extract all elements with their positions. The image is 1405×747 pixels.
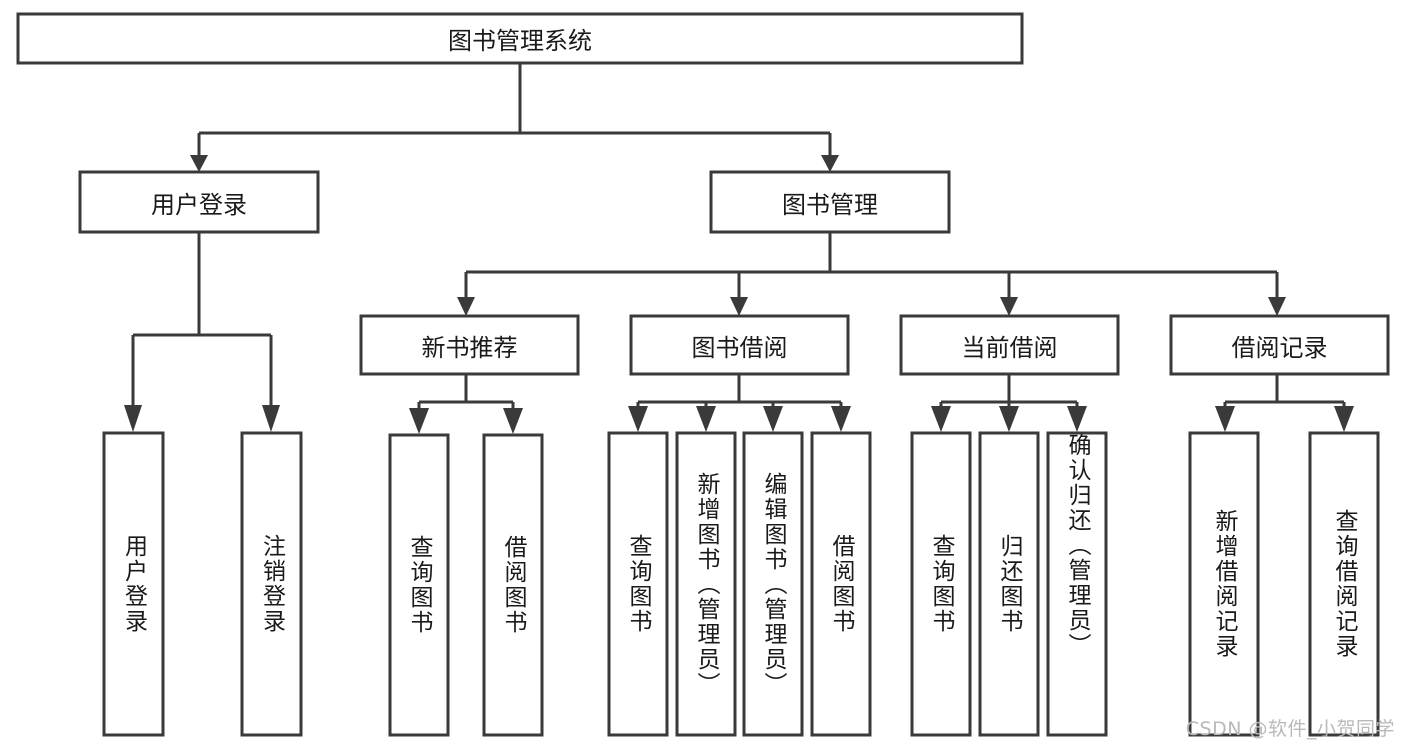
node-leaf-return-book[interactable] <box>978 431 1040 737</box>
watermark: CSDN @软件_小贺同学 <box>1185 718 1395 740</box>
arrow-head-bb-leaf-1 <box>628 406 648 432</box>
node-book-borrow[interactable] <box>629 314 850 376</box>
node-leaf-borrow-book-2[interactable] <box>810 431 872 737</box>
arrow-head-cb-leaf-3 <box>1067 406 1087 432</box>
arrow-head-cb-leaf-1 <box>931 406 951 432</box>
arrow-head-cb-leaf-2 <box>999 406 1019 432</box>
arrow-head-br-leaf-2 <box>1334 406 1354 432</box>
node-leaf-logout[interactable] <box>240 431 303 737</box>
node-current-borrow[interactable] <box>899 314 1120 376</box>
arrow-head-newbook-leaf-1 <box>409 408 429 434</box>
arrow-head-book-mgmt <box>821 155 839 172</box>
node-leaf-add-borrow-record[interactable] <box>1188 431 1260 737</box>
node-root-system[interactable] <box>16 12 1024 65</box>
node-leaf-add-book-admin[interactable] <box>675 431 737 737</box>
node-borrow-record[interactable] <box>1169 314 1390 376</box>
box-group <box>16 12 1390 737</box>
node-leaf-edit-book-admin[interactable] <box>742 431 804 737</box>
node-leaf-borrow-book-1[interactable] <box>482 433 544 737</box>
node-leaf-user-login[interactable] <box>102 431 165 737</box>
node-leaf-query-book-1[interactable] <box>388 433 450 737</box>
arrow-head-bb-leaf-4 <box>831 406 851 432</box>
arrow-head-br-leaf-1 <box>1215 406 1235 432</box>
arrow-head-leaf-logout <box>262 405 280 432</box>
arrow-head-new-book <box>457 297 475 316</box>
arrow-head-user-login <box>190 155 208 172</box>
arrow-head-leaf-user-login <box>124 405 142 432</box>
node-user-login[interactable] <box>78 170 320 234</box>
connector-group <box>124 63 1354 434</box>
arrow-head-bb-leaf-2 <box>696 406 716 432</box>
node-leaf-query-book-2[interactable] <box>607 431 669 737</box>
node-leaf-query-borrow-record[interactable] <box>1308 431 1380 737</box>
node-leaf-query-book-3[interactable] <box>910 431 972 737</box>
arrow-head-current-borrow <box>1000 297 1018 316</box>
arrow-head-bb-leaf-3 <box>763 406 783 432</box>
node-new-book-recommend[interactable] <box>359 314 580 376</box>
arrow-head-borrow-record <box>1268 297 1286 316</box>
arrow-head-newbook-leaf-2 <box>503 408 523 434</box>
node-leaf-confirm-return-admin[interactable] <box>1046 431 1108 737</box>
node-book-management[interactable] <box>709 170 951 234</box>
arrow-head-book-borrow <box>730 297 748 316</box>
